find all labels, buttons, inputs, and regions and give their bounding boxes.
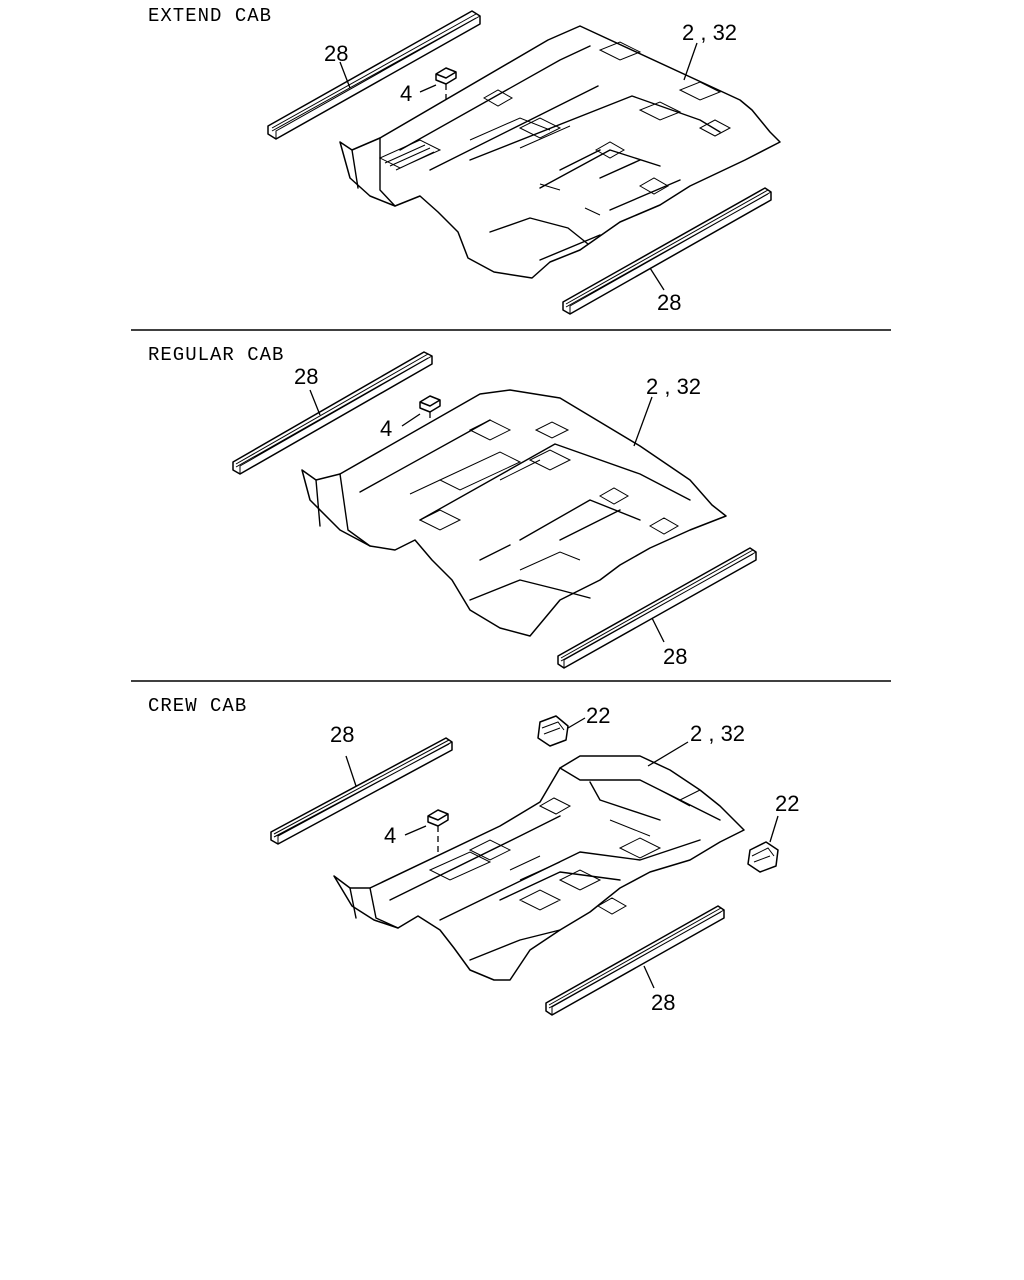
clip-icon [427, 809, 449, 827]
leader-floor [633, 396, 653, 447]
callout-floor: 2 , 32 [690, 721, 745, 746]
leader-sill-upper [339, 61, 351, 89]
section-title-crew-cab: CREW CAB [148, 695, 247, 717]
clip-icon [435, 67, 457, 85]
clip-icon [419, 395, 441, 413]
callout-plug-right: 22 [775, 791, 799, 816]
section-crew-cab: CREW CAB 28 4 22 2 , 32 [148, 695, 799, 1016]
floor-panel-crew-icon [333, 755, 745, 981]
floor-panel-regular-icon [301, 389, 727, 637]
section-title-regular-cab: REGULAR CAB [148, 344, 284, 366]
plug-right-icon [747, 841, 779, 873]
callout-clip: 4 [400, 81, 412, 106]
leader-clip [401, 413, 421, 427]
leader-sill-lower [643, 965, 655, 989]
callout-sill-lower: 28 [651, 990, 675, 1015]
leader-clip [404, 825, 427, 836]
callout-floor: 2 , 32 [682, 20, 737, 45]
sill-rail-lower-icon [562, 187, 772, 315]
leader-sill-lower [651, 617, 665, 643]
callout-sill-lower: 28 [663, 644, 687, 669]
callout-clip: 4 [380, 416, 392, 441]
callout-sill-upper: 28 [324, 41, 348, 66]
plug-upper-icon [537, 715, 569, 747]
callout-sill-lower: 28 [657, 290, 681, 315]
leader-sill-lower [649, 267, 665, 291]
floor-panel-extend-icon [339, 25, 781, 279]
sill-rail-lower-icon [557, 547, 757, 669]
sill-rail-upper-icon [232, 351, 433, 475]
callout-sill-upper: 28 [294, 364, 318, 389]
leader-floor [683, 42, 698, 81]
sill-rail-upper-icon [267, 10, 481, 140]
sill-rail-upper-icon [270, 737, 453, 845]
leader-floor [647, 741, 689, 767]
leader-sill-upper [345, 755, 357, 787]
section-regular-cab: REGULAR CAB 28 4 2 , 32 28 [148, 344, 757, 669]
section-extend-cab: EXTEND CAB 28 4 2 , 32 28 [148, 5, 781, 315]
callout-clip: 4 [384, 823, 396, 848]
callout-plug-upper: 22 [586, 703, 610, 728]
leader-clip [419, 84, 437, 93]
section-title-extend-cab: EXTEND CAB [148, 5, 272, 27]
sill-rail-lower-icon [545, 905, 725, 1016]
leader-plug-upper [567, 717, 586, 729]
leader-plug-right [769, 815, 779, 843]
callout-sill-upper: 28 [330, 722, 354, 747]
callout-floor: 2 , 32 [646, 374, 701, 399]
leader-sill-upper [309, 389, 321, 416]
